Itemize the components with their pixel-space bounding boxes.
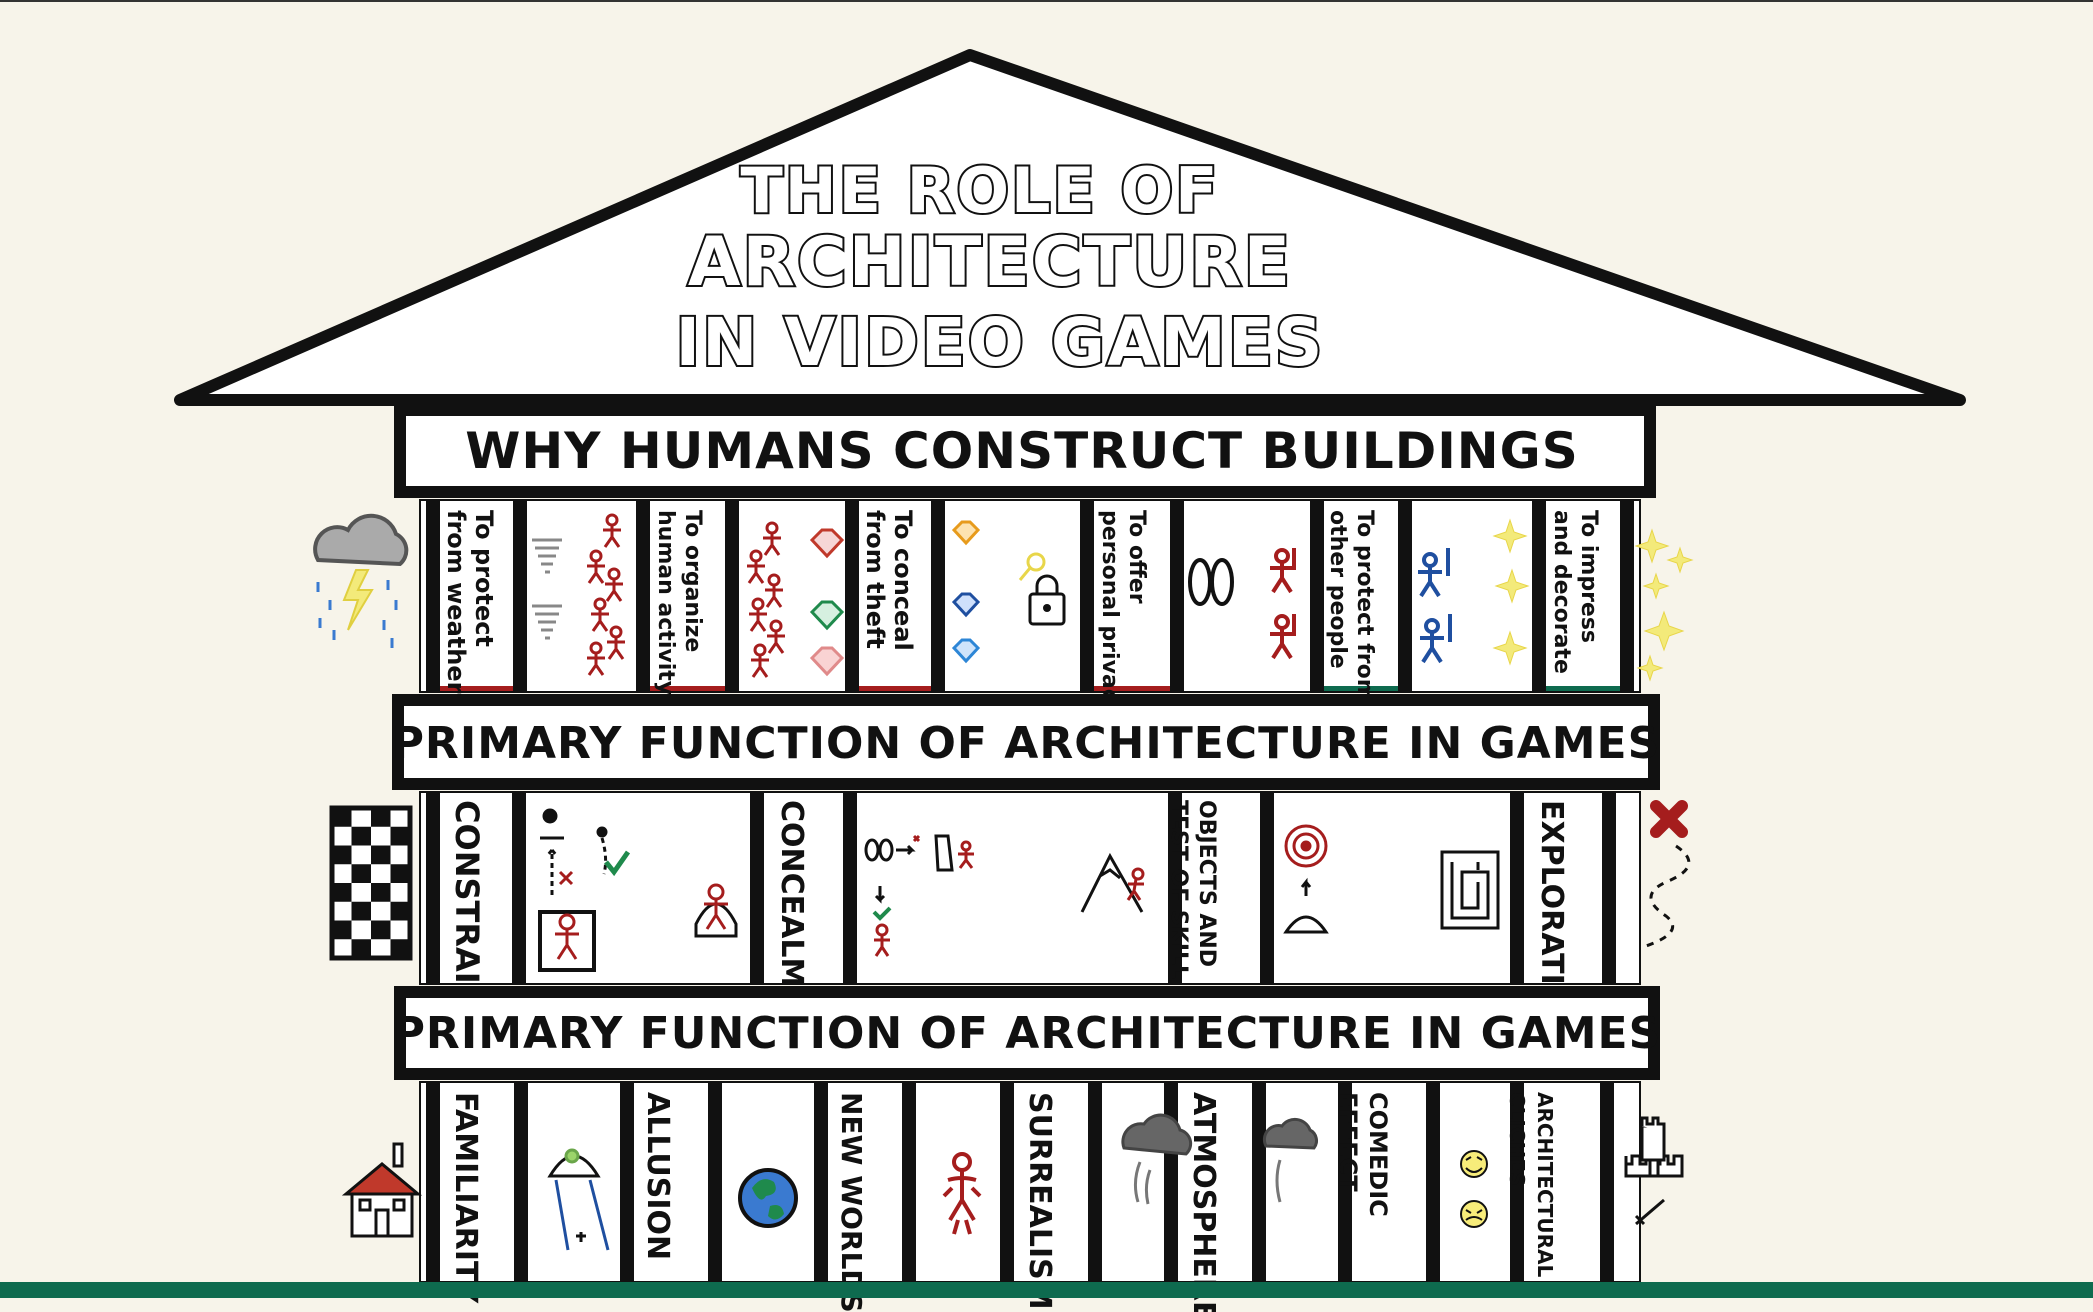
laughing-emoji-icon <box>1460 1150 1488 1228</box>
target-icon <box>1283 824 1329 934</box>
row-2-label-objects-b: TEST OF SKILL <box>1166 800 1191 979</box>
row-1-label-6b: and decorate <box>1549 510 1574 674</box>
sparkles-icon <box>1492 518 1530 666</box>
band-3-label: PRIMARY FUNCTION OF ARCHITECTURE IN GAME… <box>393 1008 1662 1059</box>
row-3-label-comedic-b: EFFECT <box>1334 1092 1362 1192</box>
house-icon <box>341 1142 423 1238</box>
row-3-label-comedic-a: COMEDIC <box>1364 1092 1392 1217</box>
stick-figures-icon <box>587 513 625 676</box>
roof: THE ROLE OF ARCHITECTURE IN VIDEO GAMES <box>174 49 1966 406</box>
row-1-label-2b: human activity <box>653 510 678 695</box>
tornado-icon <box>532 538 562 640</box>
jump-diagram-icon <box>538 808 631 972</box>
roof-title-line-1: THE ROLE OF <box>740 154 1219 227</box>
row-2-pillars <box>426 792 1616 984</box>
row-1-label-6a: To impress <box>1576 510 1601 643</box>
row-3-label-new-worlds: NEW WORLDS <box>835 1092 868 1312</box>
stealth-diagram-icon <box>864 834 974 957</box>
hooded-figure-icon <box>694 883 738 938</box>
row-1-label-3b: from theft <box>861 510 889 649</box>
roof-title-line-3: IN VIDEO GAMES <box>676 304 1325 381</box>
row-1-label-5b: other people <box>1325 510 1350 669</box>
row-3-label-cliches-b: CLICHES <box>1505 1092 1529 1186</box>
band-3-beam <box>394 986 1660 1080</box>
warriors-icon <box>1418 548 1452 664</box>
row-1-label-2a: To organize <box>680 510 705 652</box>
sparkles-right-icon <box>1634 528 1694 682</box>
alien-creature-icon <box>942 1152 982 1235</box>
row-1-label-1b: from weather <box>442 510 470 694</box>
row-1-columns: To protect from weather To organize huma… <box>419 499 1641 716</box>
row-3-columns: FAMILIARITY ALLUSION NEW WORLDS SURREALI… <box>419 1081 1641 1312</box>
roof-pediment <box>174 49 1966 406</box>
band-1-beam <box>394 404 1656 498</box>
row-3-label-atmosphere: ATMOSPHERE <box>1186 1092 1221 1312</box>
row-3-label-allusion: ALLUSION <box>640 1092 675 1260</box>
gems-icon <box>809 520 981 677</box>
band-primary-function-1: PRIMARY FUNCTION OF ARCHITECTURE IN GAME… <box>392 694 1661 790</box>
band-why-humans: WHY HUMANS CONSTRUCT BUILDINGS <box>394 404 1656 498</box>
band-2-beam <box>392 694 1660 790</box>
band-1-label: WHY HUMANS CONSTRUCT BUILDINGS <box>465 422 1578 480</box>
row-1-pillars <box>426 500 1634 692</box>
mountain-climber-icon <box>1080 852 1145 913</box>
band-primary-function-2: PRIMARY FUNCTION OF ARCHITECTURE IN GAME… <box>393 986 1662 1080</box>
row-1-label-3a: To conceal <box>889 510 917 651</box>
maze-icon <box>1440 850 1500 930</box>
row-2-columns: CONSTRAINT CONCEALMENT OBJECTS AND TEST … <box>419 791 1641 1054</box>
row-3-pillars <box>426 1082 1614 1282</box>
row-1-label-4b: personal privacy <box>1097 510 1122 716</box>
key-lock-icon <box>1018 552 1066 626</box>
sword-icon <box>1634 1198 1665 1226</box>
row-3-label-familiarity: FAMILIARITY <box>448 1092 483 1305</box>
row-3-label-cliches-a: ARCHITECTURAL <box>1533 1092 1557 1277</box>
ufo-icon <box>547 1148 610 1251</box>
earth-globe-icon <box>738 1168 798 1228</box>
dark-clouds-icon <box>1121 1113 1318 1205</box>
row-1-label-1a: To protect <box>470 510 498 647</box>
treasure-map-icon <box>1645 800 1691 948</box>
row-3-label-surrealism: SURREALISM <box>1022 1092 1057 1310</box>
crowd-icon <box>747 521 785 678</box>
fighters-icon <box>1270 548 1296 660</box>
eyes-icon <box>1188 558 1234 606</box>
row-2-backdrop <box>419 791 1641 985</box>
roof-title-line-2: ARCHITECTURE <box>688 223 1292 302</box>
castle-icon <box>1624 1116 1684 1178</box>
ground-strip <box>0 1282 2093 1298</box>
storm-cloud-icon <box>313 513 409 648</box>
row-1-label-4a: To offer <box>1124 510 1149 604</box>
row-2-label-objects-a: OBJECTS AND <box>1194 800 1219 967</box>
checkerboard-icon <box>329 805 413 961</box>
row-1-label-5a: To protect from <box>1352 510 1377 702</box>
band-2-label: PRIMARY FUNCTION OF ARCHITECTURE IN GAME… <box>392 718 1661 769</box>
